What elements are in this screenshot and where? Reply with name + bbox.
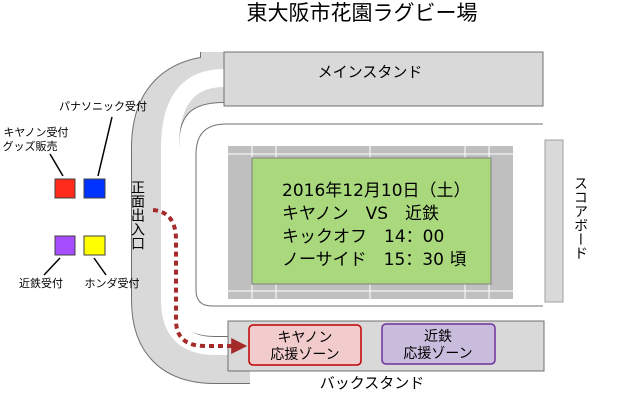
- honda-booth: [83, 235, 106, 256]
- panasonic-booth: [83, 178, 106, 199]
- honda-booth-label: ホンダ受付: [85, 276, 140, 290]
- main-stand: [223, 51, 544, 107]
- canon-support-zone: [248, 324, 362, 366]
- kintetsu-booth: [54, 235, 76, 256]
- booth-leader-lines: [43, 116, 113, 276]
- kintetsu-zone-line1: 近鉄: [424, 329, 452, 345]
- panasonic-booth-label: パナソニック受付: [59, 100, 147, 113]
- canon-booth-label-line1: キヤノン受付: [3, 126, 68, 139]
- main-stand-label: メインスタンド: [318, 63, 423, 81]
- panasonic-leader-line: [97, 116, 113, 177]
- concourse-lane: [161, 69, 245, 355]
- canon-zone-line2: 応援ゾーン: [270, 347, 339, 363]
- match-teams: キヤノン VS 近鉄: [282, 204, 439, 224]
- back-stand-label: バックスタンド: [320, 374, 425, 392]
- kintetsu-zone-line2: 応援ゾーン: [403, 346, 472, 362]
- entrance-label: 正面出入口: [129, 180, 145, 250]
- kintetsu-booth-label: 近鉄受付: [19, 276, 63, 290]
- canon-booth-label-line2: グッズ販売: [3, 139, 58, 153]
- match-noside: ノーサイド 15：30 頃: [282, 250, 466, 270]
- kintetsu-leader-line: [43, 257, 61, 276]
- map-title: 東大阪市花園ラグビー場: [247, 1, 478, 25]
- canon-zone-line1: キヤノン: [278, 330, 333, 346]
- canon-booth: [54, 178, 76, 199]
- inner-outline: [195, 123, 543, 307]
- kintetsu-support-zone: [381, 323, 496, 365]
- honda-leader-line: [93, 257, 107, 276]
- canon-leader-line: [49, 153, 64, 177]
- match-date: 2016年12月10日（土）: [282, 181, 471, 201]
- match-info-box: [251, 157, 492, 285]
- route-arrow: [152, 208, 248, 354]
- scoreboard-label: スコアボード: [572, 176, 588, 260]
- match-kickoff: キックオフ 14：00: [282, 227, 444, 247]
- scoreboard: [544, 139, 564, 303]
